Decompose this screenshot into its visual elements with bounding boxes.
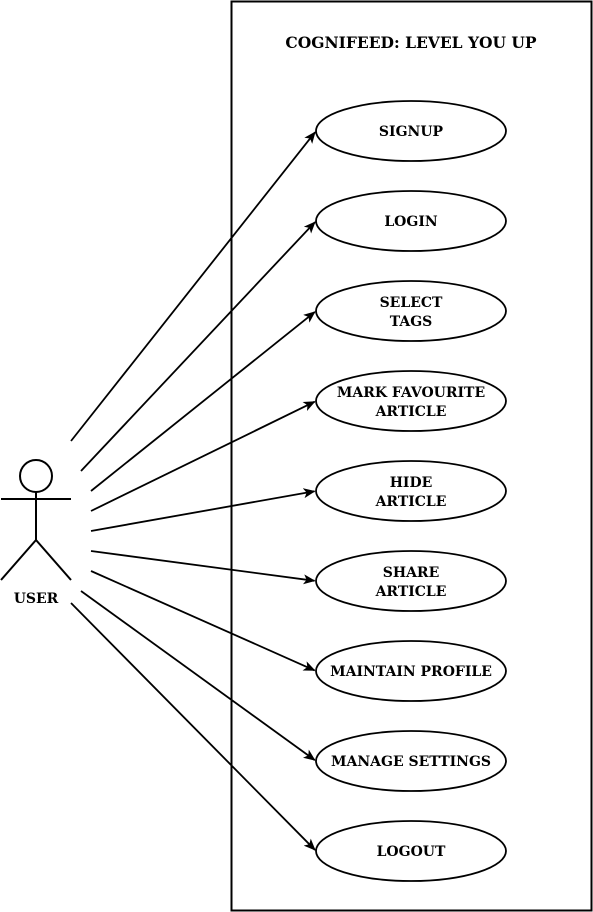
use-cases: SIGNUP LOGIN SELECT TAGS MARK FAVOURITE ARTIC… <box>315 100 507 882</box>
association-maintain-profile <box>90 570 316 672</box>
use-case-label: SHARE <box>383 565 440 581</box>
use-case-share-article: SHARE ARTICLE <box>315 550 507 612</box>
association-select-tags <box>90 311 316 492</box>
actor-right-leg <box>35 539 72 581</box>
use-case-ellipse <box>315 820 507 882</box>
use-case-label: SELECT <box>380 295 443 311</box>
use-case-hide-article: HIDE ARTICLE <box>315 460 507 522</box>
system-boundary <box>230 0 593 912</box>
use-case-ellipse <box>315 460 507 522</box>
use-case-label: ARTICLE <box>375 584 447 600</box>
use-case-maintain-profile: MAINTAIN PROFILE <box>315 640 507 702</box>
use-case-ellipse <box>315 730 507 792</box>
use-case-label: MAINTAIN PROFILE <box>330 664 492 680</box>
system-title: COGNIFEED: LEVEL YOU UP <box>285 33 537 52</box>
actor-user <box>0 459 72 581</box>
use-case-manage-settings: MANAGE SETTINGS <box>315 730 507 792</box>
use-case-label: LOGOUT <box>377 844 446 860</box>
use-case-ellipse <box>315 370 507 432</box>
use-case-signup: SIGNUP <box>315 100 507 162</box>
use-case-ellipse <box>315 100 507 162</box>
use-case-label: ARTICLE <box>375 404 447 420</box>
use-case-ellipse <box>315 550 507 612</box>
use-case-login: LOGIN <box>315 190 507 252</box>
use-case-mark-favourite-article: MARK FAVOURITE ARTICLE <box>315 370 507 432</box>
use-case-label: ARTICLE <box>375 494 447 510</box>
use-case-ellipse <box>315 190 507 252</box>
actor-label: USER <box>14 591 59 607</box>
association-signup <box>70 131 316 442</box>
use-case-label: LOGIN <box>384 214 438 230</box>
association-manage-settings <box>80 590 316 761</box>
use-case-logout: LOGOUT <box>315 820 507 882</box>
associations <box>70 131 316 851</box>
use-case-select-tags: SELECT TAGS <box>315 280 507 342</box>
use-case-label: MANAGE SETTINGS <box>331 754 491 770</box>
use-case-ellipse <box>315 640 507 702</box>
association-hide-article <box>90 488 316 532</box>
actor-head <box>19 459 53 493</box>
association-mark-favourite-article <box>90 400 316 512</box>
use-case-label: MARK FAVOURITE <box>337 385 485 401</box>
association-login <box>80 221 316 472</box>
association-share-article <box>90 550 316 585</box>
use-case-label: SIGNUP <box>379 124 444 140</box>
use-case-label: HIDE <box>390 475 433 491</box>
use-case-label: TAGS <box>390 314 433 330</box>
use-case-ellipse <box>315 280 507 342</box>
actor-left-leg <box>0 539 37 581</box>
association-logout <box>70 602 316 851</box>
